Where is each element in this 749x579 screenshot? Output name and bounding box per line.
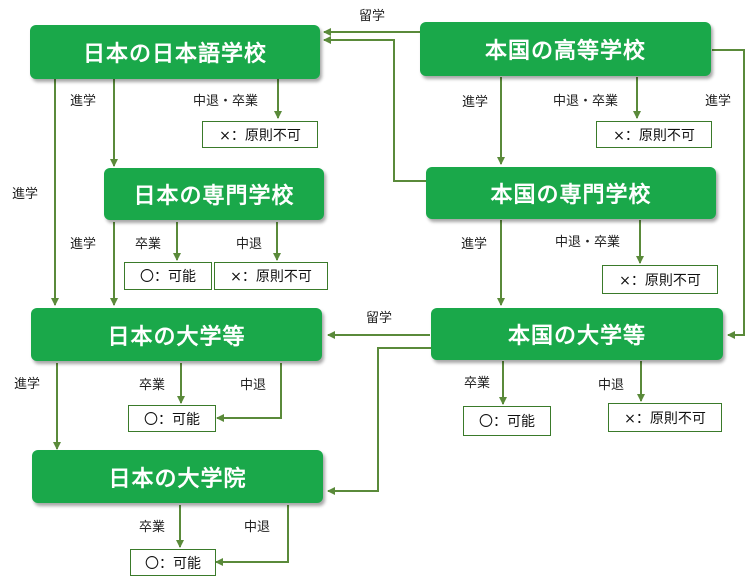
result-not-allowed: ×：原則不可 <box>202 121 318 148</box>
box-jp-language-school: 日本の日本語学校 <box>30 25 320 79</box>
arrow-highschool-to-home-university <box>712 49 745 339</box>
label-graduate: 卒業 <box>139 378 166 393</box>
label-advance: 進学 <box>461 237 488 252</box>
label-advance: 進学 <box>70 237 97 252</box>
label-advance: 進学 <box>14 377 41 392</box>
label-advance: 進学 <box>462 95 489 110</box>
label-dropout-or-graduate: 中退・卒業 <box>193 94 259 109</box>
label-advance: 進学 <box>705 94 732 109</box>
result-not-allowed: ×：原則不可 <box>214 262 328 290</box>
label-dropout: 中退 <box>598 378 625 393</box>
label-dropout-or-graduate: 中退・卒業 <box>553 94 619 109</box>
result-allowed: 〇：可能 <box>128 405 216 432</box>
arrow-home-vocational-to-language-school <box>323 36 426 182</box>
label-dropout: 中退 <box>244 520 271 535</box>
box-home-high-school: 本国の高等学校 <box>420 22 711 76</box>
label-graduate: 卒業 <box>135 237 162 252</box>
arrow-home-university-to-graduate-school <box>327 347 432 495</box>
label-graduate: 卒業 <box>139 520 166 535</box>
arrow-graduate-school-dropout <box>215 505 289 566</box>
label-advance: 進学 <box>12 187 39 202</box>
label-dropout: 中退 <box>236 237 263 252</box>
result-not-allowed: ×：原則不可 <box>602 265 718 294</box>
box-home-vocational-school: 本国の専門学校 <box>426 167 716 219</box>
label-graduate: 卒業 <box>464 376 491 391</box>
box-home-university: 本国の大学等 <box>431 308 723 360</box>
result-not-allowed: ×：原則不可 <box>608 403 722 432</box>
label-dropout-or-graduate: 中退・卒業 <box>555 235 621 250</box>
label-study-abroad: 留学 <box>366 311 393 326</box>
result-allowed: 〇：可能 <box>130 549 216 576</box>
box-jp-vocational-school: 日本の専門学校 <box>104 168 324 220</box>
result-not-allowed: ×：原則不可 <box>596 121 712 148</box>
box-jp-university: 日本の大学等 <box>31 308 322 361</box>
result-allowed: 〇：可能 <box>124 262 212 290</box>
result-allowed: 〇：可能 <box>463 406 551 436</box>
box-jp-graduate-school: 日本の大学院 <box>32 450 323 503</box>
label-dropout: 中退 <box>240 378 267 393</box>
label-study-abroad: 留学 <box>359 9 386 24</box>
label-advance: 進学 <box>70 94 97 109</box>
arrow-university-dropout <box>216 363 282 422</box>
